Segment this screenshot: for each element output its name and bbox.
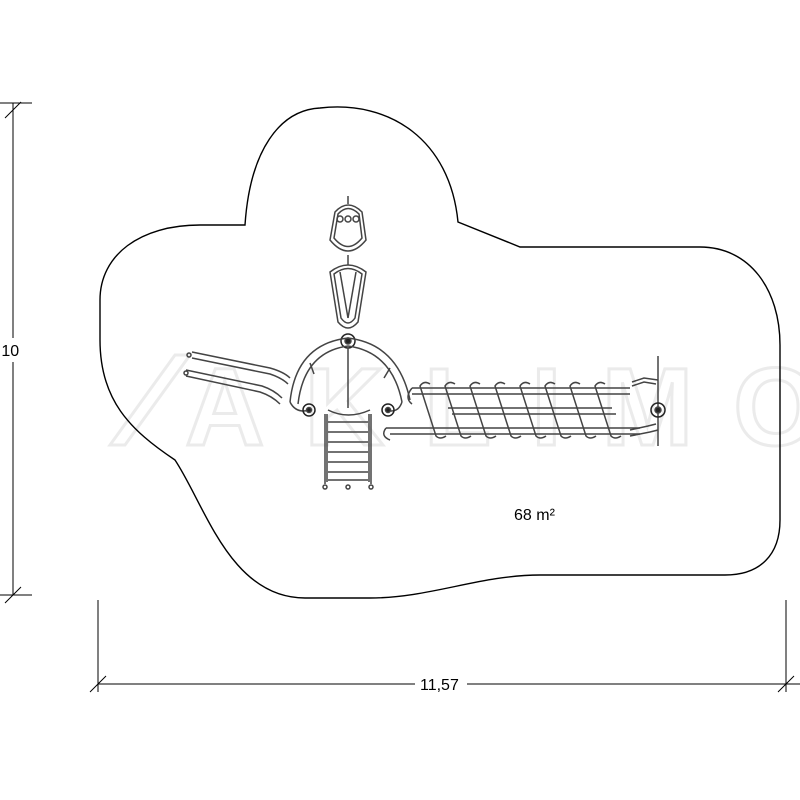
height-dimension <box>0 101 32 604</box>
width-dimension <box>89 600 800 693</box>
right-end-frame <box>629 356 666 446</box>
height-label: 8,10 <box>0 343 19 360</box>
play-equipment <box>183 196 666 490</box>
dome-posts <box>302 403 395 417</box>
down-ladder <box>322 414 374 490</box>
central-post <box>340 333 356 408</box>
width-label: 11,57 <box>420 677 459 694</box>
safety-area-outline <box>99 106 781 599</box>
area-label: 68 m² <box>514 507 556 524</box>
ladder-bridge <box>383 381 640 441</box>
tunnel-panel <box>329 264 367 329</box>
left-rails <box>183 351 291 405</box>
top-panel <box>329 196 367 265</box>
